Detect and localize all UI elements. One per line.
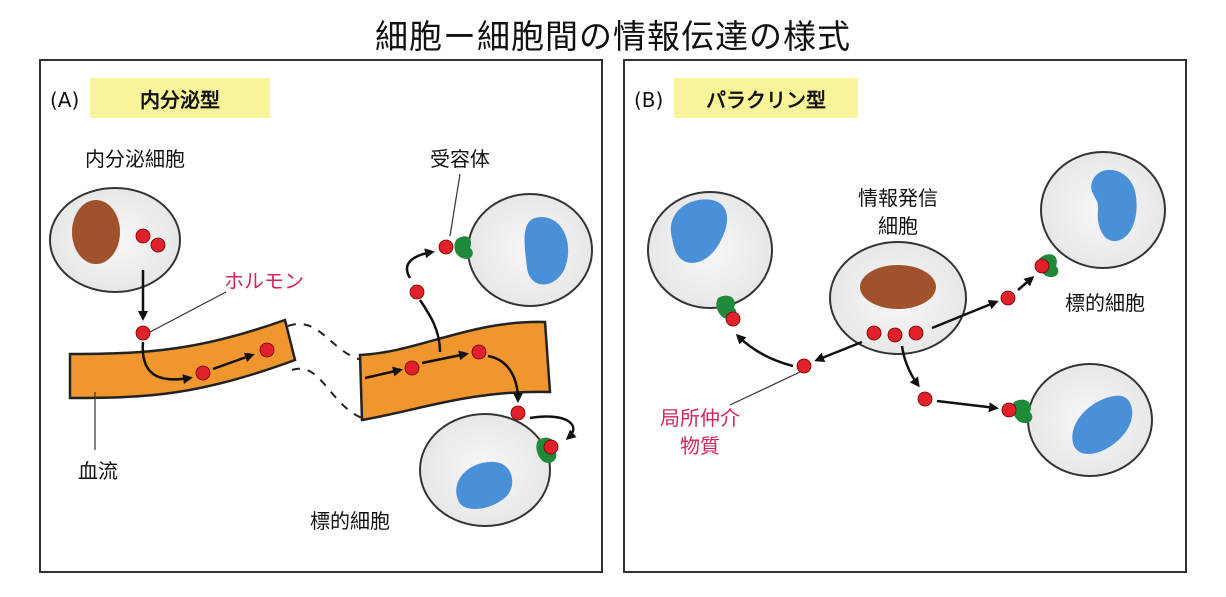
hormone-dot — [510, 405, 526, 421]
target-cell — [438, 193, 593, 307]
target-nucleus — [1072, 395, 1133, 455]
transport-arrow — [418, 299, 442, 353]
bloodstream-label: 血流 — [78, 459, 118, 483]
signaling-cell-label-line2: 細胞 — [878, 214, 918, 238]
mediator-dot — [887, 327, 903, 343]
transport-arrow — [529, 415, 577, 440]
hormone-leader-line — [149, 291, 227, 333]
blood-vessel-segment — [68, 318, 297, 400]
transport-arrow — [212, 352, 255, 371]
target-nucleus — [1091, 169, 1137, 242]
target-nucleus — [456, 461, 513, 509]
mediator-dot — [725, 311, 741, 327]
signaling-cell — [829, 241, 967, 355]
target-cell — [419, 413, 559, 527]
panel-a-letter: (A) — [50, 88, 79, 112]
hormone-dot — [438, 239, 454, 255]
panel-b-type-label: パラクリン型 — [706, 88, 826, 112]
transport-arrow — [487, 354, 523, 403]
hormone-dot — [195, 365, 211, 381]
mediator-dot — [1034, 258, 1050, 274]
receptor-label: 受容体 — [430, 147, 490, 171]
target-nucleus — [524, 217, 569, 285]
mediator-dot — [866, 325, 882, 341]
endocrine-cell — [49, 187, 181, 293]
hormone-dot — [404, 360, 420, 376]
endocrine-nucleus — [72, 200, 120, 264]
target-cell-label: 標的細胞 — [310, 509, 390, 533]
panel-a-type-label: 内分泌型 — [140, 88, 220, 112]
panel-b: (B) パラクリン型 情報発信 細胞 — [623, 59, 1187, 573]
hormone-dot — [150, 237, 166, 253]
diffusion-arrow — [735, 333, 794, 368]
hormone-dot — [135, 325, 151, 341]
signaling-nucleus — [860, 265, 936, 309]
transport-arrow — [421, 350, 469, 365]
diagram-title: 細胞ー細胞間の情報伝達の様式 — [375, 17, 851, 56]
mediator-dot — [796, 358, 812, 374]
hormone-dot — [135, 228, 151, 244]
mediator-dot — [1000, 290, 1016, 306]
diffusion-arrow — [814, 340, 863, 363]
target-cell-label: 標的細胞 — [1065, 291, 1145, 315]
hormone-dot — [471, 344, 487, 360]
mediator-dot — [917, 391, 933, 407]
signaling-cell-label-line1: 情報発信 — [858, 186, 938, 210]
mediator-dot — [908, 325, 924, 341]
secreting-cell-label: 内分泌細胞 — [85, 147, 185, 171]
target-cell — [1001, 363, 1153, 477]
diffusion-arrow — [936, 399, 999, 413]
receptor — [454, 236, 473, 259]
target-nucleus — [670, 199, 728, 263]
hormone-dot — [409, 284, 425, 300]
receptor — [1012, 399, 1033, 424]
hormone-dot — [543, 439, 559, 455]
mediator-leader-line — [729, 371, 801, 406]
mediator-dot — [1001, 402, 1017, 418]
vessel-dashed-lower — [291, 367, 363, 419]
panel-b-letter: (B) — [634, 88, 663, 112]
mediator-label-line2: 物質 — [680, 434, 720, 458]
panel-b-type-highlight — [674, 78, 858, 118]
panel-a-type-highlight — [90, 78, 270, 118]
target-cell — [647, 191, 773, 327]
target-cell — [1034, 151, 1166, 278]
diffusion-arrow — [931, 300, 999, 330]
receptor-leader-line — [449, 173, 461, 237]
hormone-label: ホルモン — [224, 269, 304, 293]
transport-arrow — [405, 248, 435, 279]
hormone-dot — [259, 342, 275, 358]
mediator-label-line1: 局所仲介 — [660, 406, 740, 430]
diffusion-arrow — [900, 345, 920, 388]
blood-vessel-segment — [358, 320, 552, 422]
panel-a: (A) 内分泌型 内分泌細胞 ホルモン — [39, 59, 603, 573]
diffusion-arrow — [1017, 276, 1035, 291]
transport-arrow — [141, 341, 193, 385]
transport-arrow — [364, 366, 403, 380]
